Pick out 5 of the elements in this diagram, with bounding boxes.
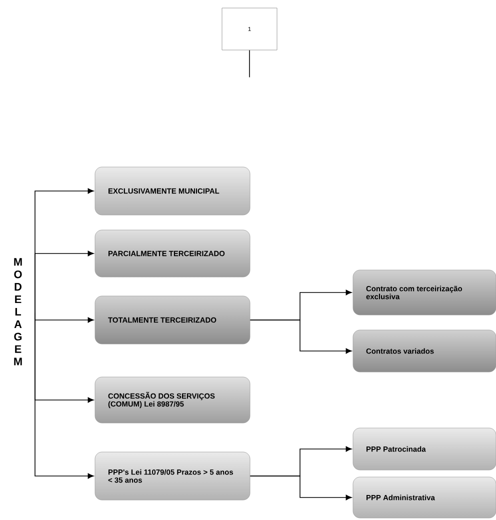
connector-arrow	[34, 250, 94, 314]
vertical-title: MODELAGEM	[14, 258, 22, 366]
connector-arrow	[34, 312, 94, 479]
connector-arrow	[250, 320, 352, 354]
connector-arrow	[250, 476, 352, 500]
